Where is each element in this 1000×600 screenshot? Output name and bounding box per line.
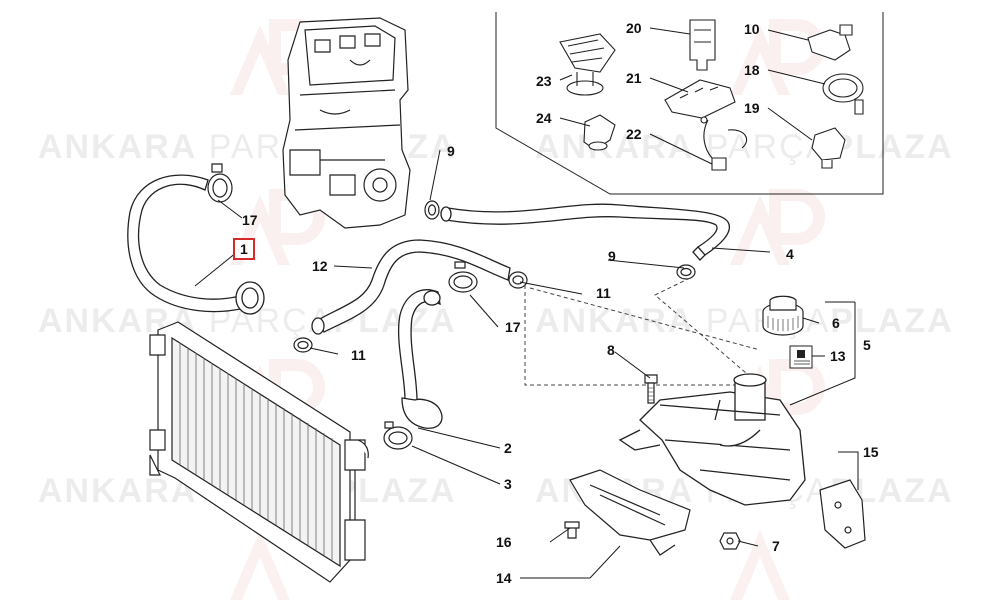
callout-9-top: 9 xyxy=(447,143,455,159)
cap-6 xyxy=(762,295,804,336)
callout-3: 3 xyxy=(504,476,512,492)
watermark-text: ANKARA PARÇAPLAZA xyxy=(535,302,954,340)
callout-2: 2 xyxy=(504,440,512,456)
grommet-16 xyxy=(564,521,580,539)
clamp-17 xyxy=(207,163,233,203)
clamp-9 xyxy=(424,200,440,220)
callout-7: 7 xyxy=(772,538,780,554)
clamp-18 xyxy=(822,73,864,115)
inset-parts xyxy=(559,19,864,171)
callout-10: 10 xyxy=(744,21,760,37)
inset-frame xyxy=(495,12,884,195)
callout-9-right: 9 xyxy=(608,248,616,264)
radiator xyxy=(149,321,369,583)
hose-12 xyxy=(311,239,511,335)
callout-20: 20 xyxy=(626,20,642,36)
clamp-3 xyxy=(383,421,413,450)
bracket-15 xyxy=(819,479,866,549)
callout-11-left: 11 xyxy=(351,347,366,363)
callout-6: 6 xyxy=(832,315,840,331)
callout-21: 21 xyxy=(626,70,642,86)
callout-23: 23 xyxy=(536,73,552,89)
callout-17-upper: 17 xyxy=(242,212,258,228)
watermark-text: ANKARA PARÇAPLAZA xyxy=(38,302,457,340)
mount-24 xyxy=(583,114,616,151)
callout-13: 13 xyxy=(830,348,846,364)
expansion-tank xyxy=(618,373,806,506)
warning-label-13 xyxy=(789,345,813,369)
leader-lines xyxy=(194,27,859,579)
callout-24: 24 xyxy=(536,110,552,126)
callout-15: 15 xyxy=(863,444,879,460)
callout-1: 1 xyxy=(233,238,255,260)
connector-19 xyxy=(811,127,846,169)
bolt-8 xyxy=(644,374,658,404)
nut-7 xyxy=(719,532,741,550)
callout-17-middle: 17 xyxy=(505,319,521,335)
callout-8: 8 xyxy=(607,342,615,358)
callout-5: 5 xyxy=(863,337,871,353)
callout-11-right: 11 xyxy=(596,285,611,301)
callout-16: 16 xyxy=(496,534,512,550)
routing-lines xyxy=(524,277,761,386)
clamp-9 xyxy=(676,264,696,280)
clamp-11 xyxy=(293,337,313,353)
clamp-17 xyxy=(448,261,478,293)
callout-4: 4 xyxy=(786,246,794,262)
callout-12: 12 xyxy=(312,258,328,274)
bracket-14 xyxy=(569,469,691,556)
clip-20 xyxy=(689,19,716,71)
hose-4 xyxy=(440,203,730,261)
mount-23 xyxy=(559,33,616,96)
callout-19: 19 xyxy=(744,100,760,116)
engine-block xyxy=(282,17,411,229)
hose-2 xyxy=(397,289,443,429)
clip-10 xyxy=(807,24,853,61)
callout-22: 22 xyxy=(626,126,642,142)
hose-1 xyxy=(127,174,265,315)
clamp-11 xyxy=(508,271,528,289)
callout-18: 18 xyxy=(744,62,760,78)
callout-14: 14 xyxy=(496,570,512,586)
sensor-22 xyxy=(700,116,747,171)
bracket-21 xyxy=(664,79,736,119)
